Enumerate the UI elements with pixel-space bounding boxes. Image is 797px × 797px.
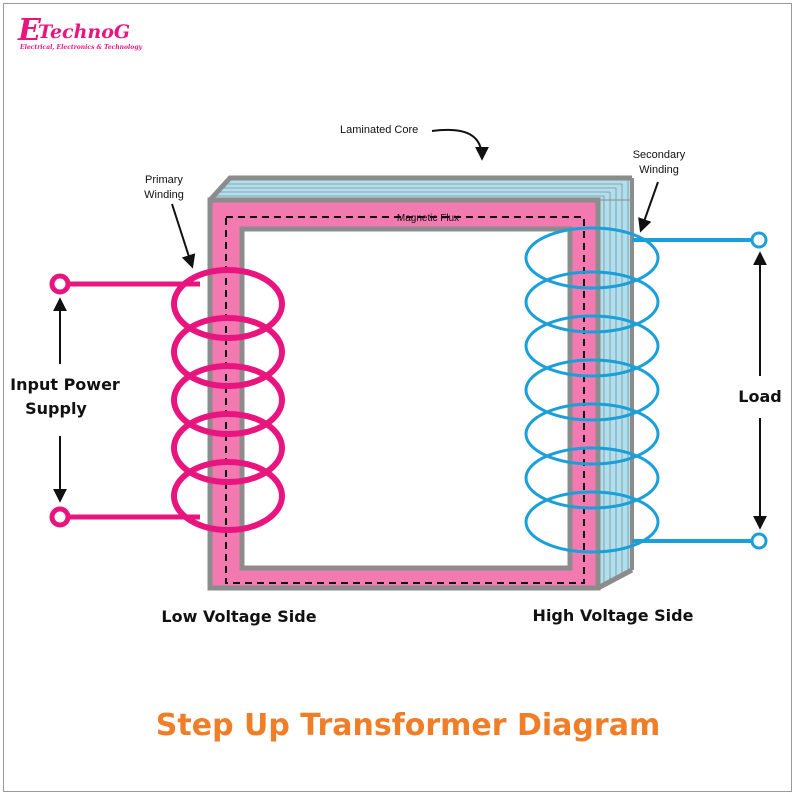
winding-turn	[171, 363, 285, 437]
logo-name: TechnoG	[38, 21, 130, 43]
secondary-winding	[524, 226, 660, 554]
primary-leads	[49, 273, 200, 528]
input-power-supply-label-line2: Supply	[25, 399, 87, 418]
primary-winding	[171, 267, 285, 533]
secondary-terminal-top	[750, 231, 768, 249]
winding-turn	[171, 267, 285, 341]
lamination-line	[214, 195, 605, 585]
winding-turn	[171, 411, 285, 485]
diagram-title: Step Up Transformer Diagram	[156, 708, 660, 743]
primary-winding-pointer	[171, 203, 196, 269]
logo-tagline: Electrical, Electronics & Technology	[19, 44, 143, 51]
laminated-core-label: Laminated Core	[340, 124, 418, 136]
core-front	[207, 197, 601, 591]
winding-turn	[524, 490, 660, 554]
winding-turn	[524, 402, 660, 466]
secondary-winding-label-line2: Winding	[639, 164, 679, 176]
winding-turn	[524, 226, 660, 290]
secondary-leads	[632, 231, 768, 550]
secondary-terminal-bottom	[750, 532, 768, 550]
lamination-line	[222, 187, 617, 578]
secondary-winding-label-line1: Secondary	[633, 149, 686, 161]
low-voltage-side-label: Low Voltage Side	[161, 607, 316, 626]
winding-turn	[171, 315, 285, 389]
load-label: Load	[738, 387, 781, 406]
high-voltage-side-label: High Voltage Side	[533, 606, 694, 625]
winding-turn	[524, 270, 660, 334]
winding-turn	[524, 314, 660, 378]
logo: E TechnoG Electrical, Electronics & Tech…	[17, 13, 143, 51]
winding-turn	[524, 446, 660, 510]
lamination-line	[226, 183, 623, 574]
laminated-core-pointer	[431, 128, 489, 161]
primary-terminal-top	[49, 273, 71, 295]
image-frame	[3, 3, 792, 792]
laminated-core	[208, 175, 634, 591]
winding-turn	[524, 358, 660, 422]
magnetic-flux-label: Magnetic Flux	[397, 213, 459, 224]
lamination-line	[218, 191, 611, 581]
winding-turn	[171, 459, 285, 533]
primary-terminal-bottom	[49, 506, 71, 528]
logo-letter: E	[17, 13, 42, 48]
input-power-supply-label-line1: Input Power	[10, 375, 120, 394]
magnetic-flux-path	[225, 216, 585, 584]
primary-winding-label-line2: Winding	[144, 189, 184, 201]
secondary-winding-pointer	[638, 181, 659, 233]
primary-winding-label-line1: Primary	[145, 174, 183, 186]
